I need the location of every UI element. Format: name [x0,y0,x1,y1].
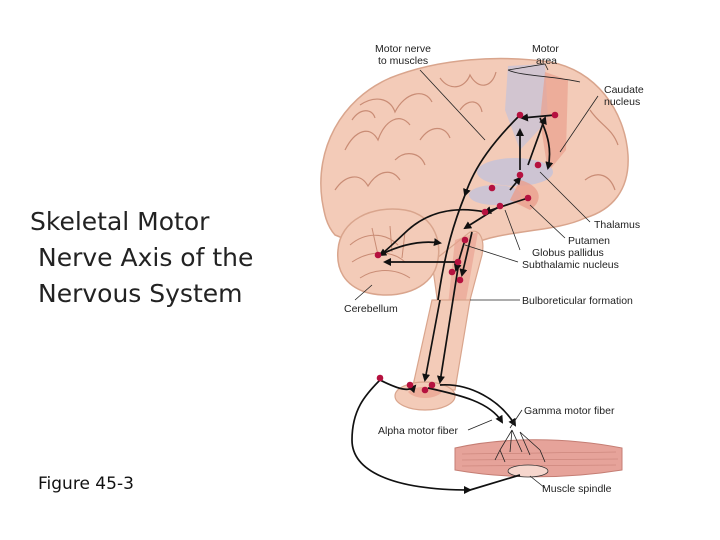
label-putamen: Putamen [568,235,610,247]
slide-title: Skeletal Motor Nerve Axis of the Nervous… [30,204,290,312]
muscle-body [454,439,623,478]
label-motor-nerve-1: Motor nerve [375,43,431,55]
gyri-lines [334,71,619,191]
nucleus-markers [374,111,559,394]
label-caudate-1: Caudate [604,84,644,96]
label-alpha-fiber: Alpha motor fiber [378,425,458,437]
title-line-1: Skeletal Motor [30,207,210,236]
label-thalamus: Thalamus [594,219,640,231]
label-bulboreticular: Bulboreticular formation [522,295,633,307]
label-globus-pallidus: Globus pallidus [532,247,604,259]
putamen-region [510,180,539,210]
label-motor-area-2: area [536,55,557,67]
figure-caption: Figure 45-3 [38,474,134,494]
muscle-fibers [461,451,619,467]
label-subthalamic: Subthalamic nucleus [522,259,619,271]
title-line-3: Nervous System [38,279,243,308]
basal-core-region [469,185,521,205]
label-cerebellum: Cerebellum [344,303,398,315]
label-motor-area-1: Motor [532,43,559,55]
spindle-body [507,464,549,478]
title-line-2: Nerve Axis of the [38,243,254,272]
muscle-illustration [454,429,623,478]
motor-area-highlight [540,72,568,172]
motor-area-strip [505,64,548,150]
label-caudate-2: nucleus [604,96,640,108]
thalamus-region [477,158,553,186]
label-muscle-spindle: Muscle spindle [542,483,612,495]
pathway-arrows [351,113,556,494]
spindle-innervation [494,429,546,463]
motor-area-bracket [507,69,581,83]
label-motor-nerve-2: to muscles [378,55,428,67]
leader-lines [354,63,599,489]
label-gamma-fiber: Gamma motor fiber [524,405,615,417]
